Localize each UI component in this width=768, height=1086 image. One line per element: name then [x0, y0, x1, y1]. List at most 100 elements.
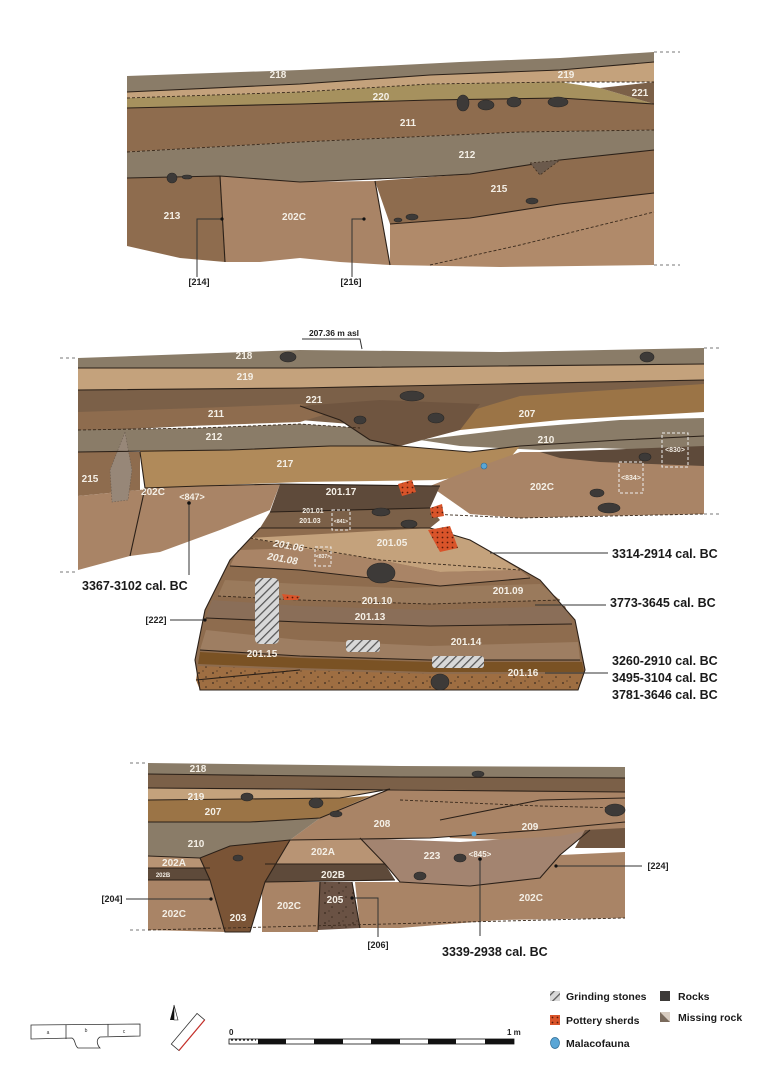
unit-213: 213 — [164, 211, 181, 222]
unit-219-mid: 219 — [237, 372, 254, 383]
unit-221: 221 — [632, 88, 649, 99]
split-square-icon — [660, 1012, 670, 1022]
shell-icon — [550, 1037, 560, 1049]
unit-202B-left: 202B — [156, 873, 171, 879]
unit-220: 220 — [373, 92, 390, 103]
unit-202C: 202C — [282, 212, 306, 223]
unit-218-bot: 218 — [190, 764, 207, 775]
scale-start: 0 — [229, 1028, 234, 1037]
unit-201-14: 201.14 — [451, 637, 482, 648]
unit-208: 208 — [374, 819, 391, 830]
cut-206: [206] — [367, 940, 388, 950]
unit-201-17: 201.17 — [326, 487, 357, 498]
key-cell-a: a — [47, 1030, 50, 1036]
unit-201-09: 201.09 — [493, 586, 524, 597]
unit-201-16: 201.16 — [508, 668, 539, 679]
unit-210-mid: 210 — [538, 435, 555, 446]
unit-202B-mid: 202B — [321, 870, 345, 881]
unit-218: 218 — [270, 70, 287, 81]
key-plan: a b c — [30, 1023, 141, 1049]
unit-202A-left: 202A — [162, 858, 186, 869]
layer-202C-top — [220, 176, 390, 265]
unit-219-bot: 219 — [188, 792, 205, 803]
dotted-orange-square-icon — [550, 1015, 560, 1025]
section-top: 218 219 220 221 211 212 215 213 202C [21… — [126, 51, 680, 287]
legend-missing-rock: Missing rock — [678, 1012, 742, 1024]
date-d4: 3495-3104 cal. BC — [612, 671, 718, 685]
dark-square-icon — [660, 991, 670, 1001]
section-bottom: 218 219 207 208 209 210 202A 202A 202B 2… — [101, 762, 669, 959]
sample-845: <845> — [469, 850, 492, 859]
cut-214: [214] — [188, 277, 209, 287]
key-cell-b: b — [85, 1028, 88, 1034]
cut-204: [204] — [101, 894, 122, 904]
unit-211: 211 — [400, 118, 417, 129]
unit-223: 223 — [424, 851, 441, 862]
scale-end: 1 m — [507, 1028, 521, 1037]
legend: Grinding stones Pottery sherds Malacofau… — [550, 991, 742, 1050]
date-d5: 3781-3646 cal. BC — [612, 688, 718, 702]
unit-201-01: 201.01 — [302, 508, 324, 515]
unit-221-mid: 221 — [306, 395, 323, 406]
unit-201-06: 201.06 — [271, 538, 304, 554]
unit-218-mid: 218 — [236, 351, 253, 362]
unit-202C-left-bot: 202C — [162, 909, 186, 920]
sample-834: <834> — [621, 475, 641, 482]
layer-218 — [127, 52, 654, 92]
layer-212 — [127, 130, 654, 182]
date-d2: 3773-3645 cal. BC — [610, 596, 716, 610]
layer-211 — [127, 98, 654, 152]
sample-830: <830> — [665, 447, 685, 454]
elevation-label: 207.36 m asl — [309, 328, 359, 338]
layer-221 — [600, 82, 654, 104]
date-left: 3367-3102 cal. BC — [82, 579, 188, 593]
legend-malacofauna: Malacofauna — [566, 1038, 630, 1050]
unit-202C-left: 202C — [141, 487, 165, 498]
north-arrow-icon — [170, 1004, 206, 1052]
cut-224: [224] — [647, 861, 668, 871]
unit-212-mid: 212 — [206, 432, 223, 443]
unit-207-bot: 207 — [205, 807, 222, 818]
unit-205: 205 — [327, 895, 344, 906]
layer-213 — [127, 176, 225, 262]
unit-209: 209 — [522, 822, 539, 833]
unit-201-03: 201.03 — [299, 518, 321, 525]
unit-201-15: 201.15 — [247, 649, 278, 660]
sample-847: <847> — [179, 492, 205, 502]
layer-220 — [127, 82, 654, 108]
unit-201-08: 201.08 — [265, 551, 298, 567]
sample-837: <837> — [316, 554, 330, 560]
cut-216: [216] — [340, 277, 361, 287]
date-d1: 3314-2914 cal. BC — [612, 547, 718, 561]
layer-219 — [127, 62, 654, 98]
unit-207-mid: 207 — [519, 409, 536, 420]
date-bottom: 3339-2938 cal. BC — [442, 945, 548, 959]
unit-201-10: 201.10 — [362, 596, 393, 607]
date-d3: 3260-2910 cal. BC — [612, 654, 718, 668]
layer-lower-right — [390, 193, 654, 267]
unit-202C-right-bot: 202C — [519, 893, 543, 904]
scale-bar: 0 1 m — [228, 1028, 521, 1045]
unit-202A-mid: 202A — [311, 847, 335, 858]
unit-203: 203 — [230, 913, 247, 924]
unit-201-13: 201.13 — [355, 612, 386, 623]
legend-pottery-sherds: Pottery sherds — [566, 1015, 640, 1027]
unit-219: 219 — [558, 70, 575, 81]
legend-rocks: Rocks — [678, 991, 710, 1003]
unit-201-05: 201.05 — [377, 538, 408, 549]
sample-841: <841> — [334, 519, 348, 525]
unit-211-mid: 211 — [208, 409, 225, 420]
unit-202C-right: 202C — [530, 482, 554, 493]
unit-212: 212 — [459, 150, 476, 161]
layer-215 — [375, 150, 654, 224]
cut-222: [222] — [145, 615, 166, 625]
section-middle: 207.36 m asl — [60, 328, 720, 702]
unit-210-bot: 210 — [188, 839, 205, 850]
unit-202C-mid-bot: 202C — [277, 901, 301, 912]
hatched-square-icon — [550, 991, 560, 1001]
unit-217: 217 — [277, 459, 294, 470]
legend-grinding-stones: Grinding stones — [566, 991, 647, 1003]
unit-215-mid: 215 — [82, 474, 99, 485]
key-cell-c: c — [123, 1029, 126, 1035]
